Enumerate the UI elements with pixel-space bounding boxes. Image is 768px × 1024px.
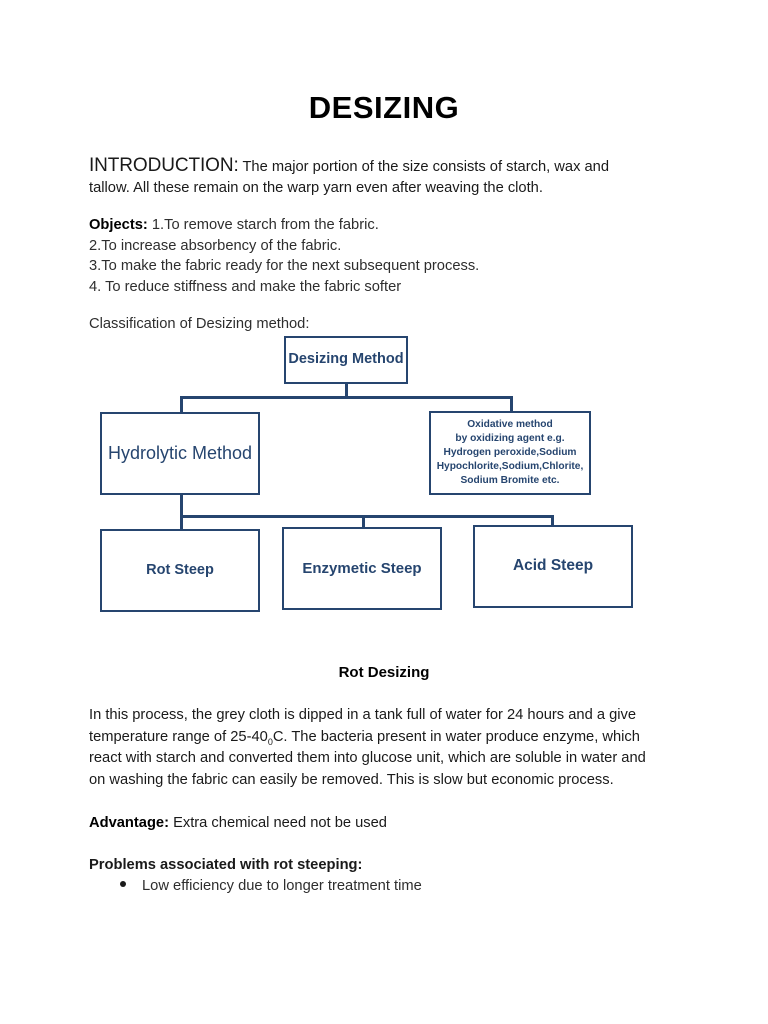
oxidative-line-2: by oxidizing agent e.g. <box>455 432 565 444</box>
objects-label: Objects: <box>89 217 148 233</box>
connector-to-enzymetic-steep <box>362 515 365 529</box>
process-text-part2: C. The bacteria present in water produce… <box>89 728 646 788</box>
degree-symbol: 0 <box>267 736 273 747</box>
connector-to-rot-steep <box>180 515 183 531</box>
introduction-paragraph: INTRODUCTION: The major portion of the s… <box>89 155 649 198</box>
flow-node-enzymetic-steep[interactable]: Enzymetic Steep <box>282 527 442 610</box>
oxidative-line-1: Oxidative method <box>467 418 553 430</box>
objects-item-3: 3.To make the fabric ready for the next … <box>89 258 480 274</box>
oxidative-line-5: Sodium Bromite etc. <box>460 475 560 487</box>
advantage-text: Extra chemical need not be used <box>168 815 387 831</box>
page-title: DESIZING <box>308 90 460 125</box>
classification-caption: Classification of Desizing method: <box>89 316 310 332</box>
advantage-label: Advantage: <box>89 815 169 831</box>
connector-level2-bar <box>180 515 554 518</box>
flow-node-hydrolytic-method[interactable]: Hydrolytic Method <box>100 412 260 495</box>
rot-desizing-paragraph: In this process, the grey cloth is dippe… <box>89 705 661 791</box>
process-text-part1: In this process, the grey cloth is dippe… <box>89 707 637 745</box>
connector-root-down <box>345 384 348 398</box>
connector-to-oxidative <box>510 396 513 413</box>
bullet-icon <box>120 881 126 887</box>
connector-hydrolytic-down <box>180 494 183 517</box>
objects-item-1: 1.To remove starch from the fabric. <box>147 217 379 233</box>
oxidative-line-4: Hypochlorite,Sodium,Chlorite, <box>436 461 584 473</box>
connector-to-acid-steep <box>551 515 554 527</box>
problem-bullet-1: Low efficiency due to longer treatment t… <box>142 878 422 894</box>
flow-node-desizing-method[interactable]: Desizing Method <box>284 336 408 384</box>
list-item: Low efficiency due to longer treatment t… <box>120 878 422 894</box>
objects-block: Objects: 1.To remove starch from the fab… <box>89 215 649 297</box>
connector-level1-bar <box>180 396 513 399</box>
flow-node-oxidative-method[interactable]: Oxidative method by oxidizing agent e.g.… <box>429 411 591 495</box>
flow-node-acid-steep[interactable]: Acid Steep <box>473 525 633 608</box>
introduction-label: INTRODUCTION: <box>89 155 239 176</box>
objects-item-4: 4. To reduce stiffness and make the fabr… <box>89 278 402 295</box>
introduction-text: The major portion of the size consists o… <box>89 159 609 196</box>
problems-heading: Problems associated with rot steeping: <box>89 857 363 873</box>
oxidative-line-3: Hydrogen peroxide,Sodium <box>443 446 577 458</box>
flow-node-rot-steep[interactable]: Rot Steep <box>100 529 260 612</box>
section-heading-rot-desizing: Rot Desizing <box>338 664 430 681</box>
connector-to-hydrolytic <box>180 396 183 414</box>
advantage-line: Advantage: Extra chemical need not be us… <box>89 813 649 834</box>
objects-item-2: 2.To increase absorbency of the fabric. <box>89 237 342 254</box>
